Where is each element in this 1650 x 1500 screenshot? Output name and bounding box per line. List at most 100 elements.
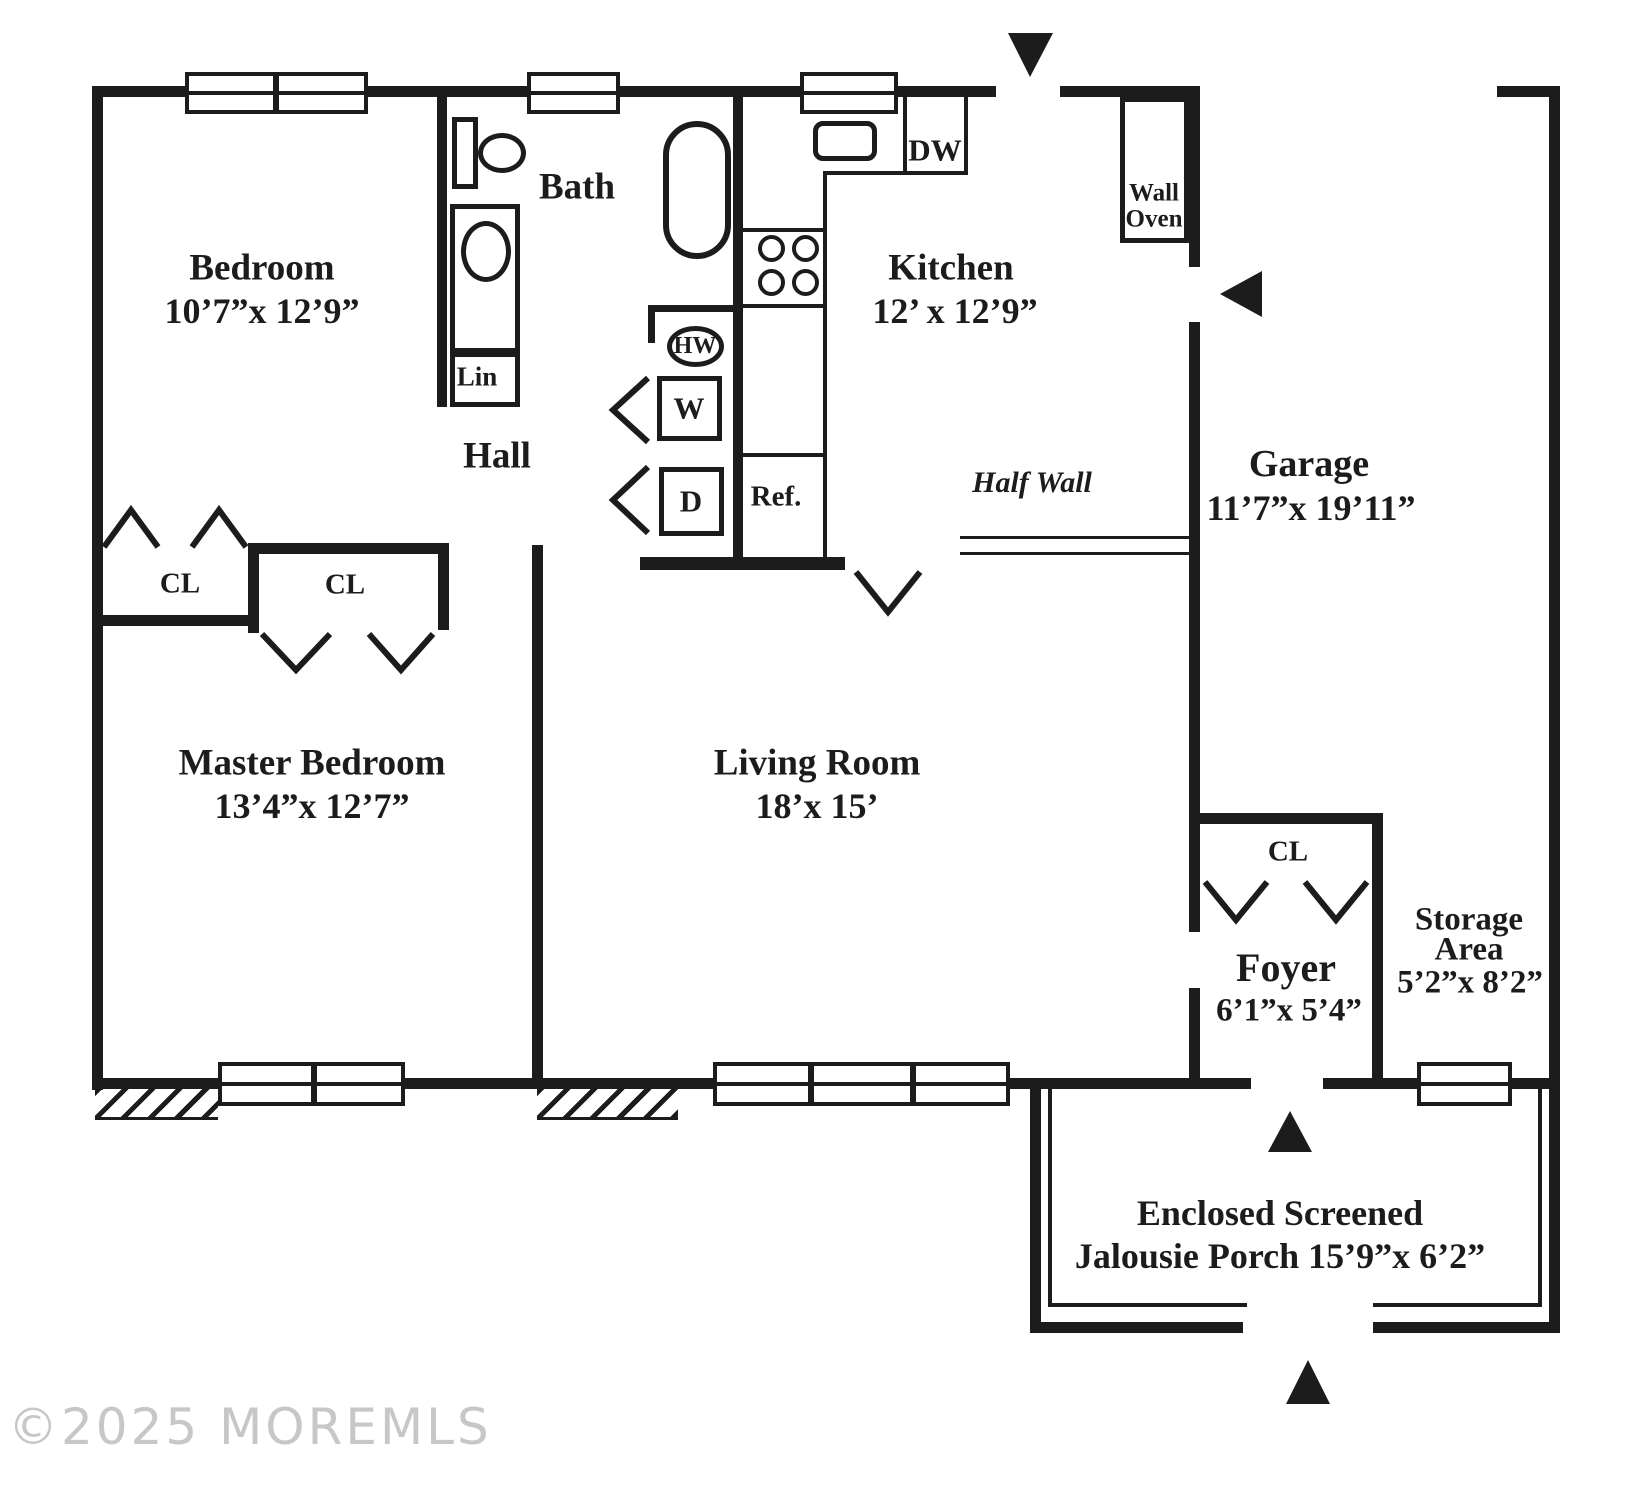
exterior-hatch-center [537,1089,678,1120]
half-wall-line [960,536,1189,555]
bifold-door-icon [259,631,333,675]
porch-wall-left [1030,1089,1041,1333]
exterior-hatch-left [95,1089,218,1120]
kitchen-label: Kitchen [888,247,1014,289]
bedroom-label: Bedroom [189,247,335,289]
master-bedroom-dims: 13’4”x 12’7” [214,786,410,826]
wall-top-garage [1497,86,1560,97]
foyer-entry-arrow-icon [1268,1111,1312,1152]
hall-label: Hall [463,435,531,477]
wall-bedroom-bath [437,97,447,407]
accordion-door-icon [189,504,249,549]
toilet-tank [452,117,478,189]
porch-screen-left [1048,1089,1052,1307]
linen-closet-box [450,352,520,407]
washer-label: W [673,390,705,426]
wall-master-living [532,545,543,1078]
wall-oven-box [1120,97,1189,243]
porch-screen-right [1538,1089,1542,1307]
foyer-label: Foyer [1236,945,1336,990]
master-bedroom-label: Master Bedroom [178,742,446,784]
wall-foyer-closet-top [1189,813,1383,824]
porch-label-line2: Jalousie Porch 15’9”x 6’2” [1074,1236,1486,1276]
counter-bottom-edge [827,171,968,175]
dryer-label: D [679,483,703,519]
watermark: ©2025 MOREMLS [8,1398,492,1456]
porch-wall-bottom-right [1373,1322,1560,1333]
linen-label: Lin [456,361,498,392]
counter-right-edge [964,97,968,175]
kitchen-window [800,72,898,114]
porch-screen-bottom-left [1048,1303,1247,1307]
wall-master-closet-right [438,554,449,630]
wall-foyer-left-lower [1189,988,1200,1083]
porch-entry-arrow-icon [1286,1360,1330,1404]
bifold-door-icon [1302,880,1370,925]
wall-bottom-main [92,1078,1251,1089]
window-mullion [808,1066,814,1102]
kitchen-door-icon [853,570,923,617]
bedroom-window [185,72,368,114]
storage-label-line2: Area [1434,931,1504,968]
sink-basin [461,221,511,282]
wall-top-kitchen [1060,86,1200,97]
wall-oven-label-line1: Wall [1128,179,1180,207]
bedroom-dims: 10’7”x 12’9” [164,291,360,331]
wall-foyer-right [1372,824,1383,1083]
window-mullion [273,76,279,110]
window-mullion [910,1066,916,1102]
master-bedroom-window [218,1062,405,1106]
dishwasher-label: DW [908,132,962,168]
garage-label: Garage [1248,443,1370,485]
stove-burner [792,269,819,296]
closet-label-master: CL [324,568,366,601]
foyer-dims: 6’1”x 5’4” [1216,992,1362,1029]
bifold-door-icon [1202,880,1270,925]
stove-top-edge [743,228,827,232]
front-entry-arrow-icon [1008,33,1053,77]
stove-burner [758,235,785,262]
closet-label-left: CL [159,567,201,600]
wall-master-closet-top [248,543,449,554]
kitchen-sink [813,121,877,161]
window-line [1421,1082,1508,1086]
garage-dims: 11’7”x 19’11” [1206,488,1416,528]
hot-water-heater [667,326,724,367]
garage-entry-arrow-icon [1220,271,1262,317]
storage-dims: 5’2”x 8’2” [1397,964,1543,1001]
storage-window [1417,1062,1512,1106]
bifold-door-icon [366,632,436,675]
window-mullion [311,1066,317,1102]
bathtub [663,121,731,259]
wall-kitchen-bottom [640,557,845,570]
wall-bath-kitchen [733,97,743,570]
wall-left-closet-bottom [103,615,250,626]
accordion-door-icon [101,504,161,549]
washer-box [657,376,722,441]
wall-left [92,86,103,1090]
dryer-box [659,467,724,536]
kitchen-dims: 12’ x 12’9” [872,291,1038,331]
stove-bottom-edge [743,304,827,308]
storage-label-line1: Storage [1414,901,1524,938]
porch-label-line1: Enclosed Screened [1136,1193,1424,1233]
living-room-label: Living Room [713,742,921,784]
wall-laundry-nook-top [648,305,733,312]
window-line [531,91,616,95]
wall-laundry-nook-stub [648,305,655,343]
porch-wall-bottom-left [1030,1322,1243,1333]
stove-burner [758,269,785,296]
dishwasher-divider [903,97,907,175]
counter-front-edge [823,171,827,557]
bath-window [527,72,620,114]
window-line [804,91,894,95]
wall-oven-label-line2: Oven [1125,205,1183,233]
wall-kitchen-garage-main [1189,322,1200,932]
living-room-window [713,1062,1010,1106]
half-wall-label: Half Wall [972,466,1092,499]
toilet-bowl [478,133,526,173]
living-room-dims: 18’x 15’ [755,786,879,826]
fridge-top-edge [743,453,827,457]
